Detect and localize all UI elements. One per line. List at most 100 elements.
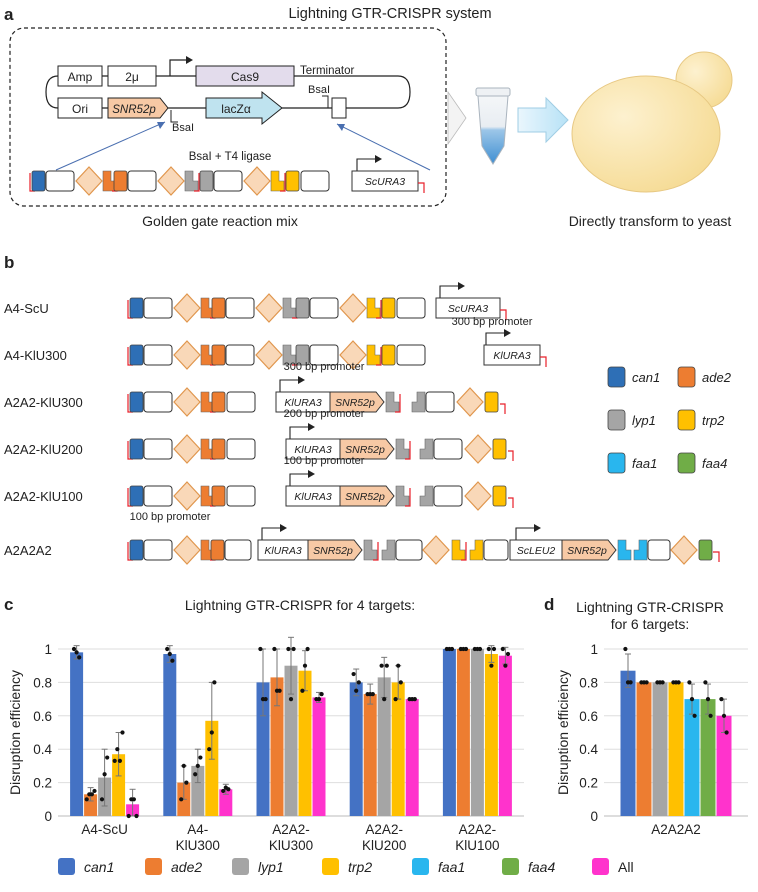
spacer-box bbox=[395, 539, 423, 561]
data-point bbox=[660, 680, 665, 685]
construct-name: A2A2-KlU300 bbox=[4, 395, 83, 410]
y-tick-label: 0.6 bbox=[579, 709, 598, 724]
lacz-cassette bbox=[205, 90, 283, 126]
promoter-arrowhead bbox=[504, 329, 511, 337]
spacer-box bbox=[300, 170, 330, 192]
y-tick-label: 0.2 bbox=[33, 776, 52, 791]
grna-scaffold bbox=[339, 293, 367, 323]
spacer-box bbox=[143, 344, 173, 366]
cas9-label: Cas9 bbox=[231, 70, 259, 84]
bar-trp2-4 bbox=[484, 654, 498, 816]
overhang-hook bbox=[376, 300, 382, 319]
scura3-box bbox=[435, 297, 501, 319]
grna-scaffold bbox=[422, 535, 450, 565]
data-point bbox=[167, 651, 172, 657]
promoter-note: 300 bp promoter bbox=[284, 361, 365, 373]
overhang-hook bbox=[418, 182, 425, 193]
data-point bbox=[505, 651, 511, 657]
data-point bbox=[89, 792, 94, 797]
legend-swatch-lyp1 bbox=[232, 858, 249, 875]
reaction-label: BsaI + T4 ligase bbox=[189, 151, 272, 163]
grna-scaffold bbox=[173, 340, 201, 370]
panel-letter-a: a bbox=[4, 5, 14, 24]
overhang-block bbox=[210, 539, 225, 561]
overhang-tab bbox=[395, 485, 410, 507]
overhang-hook bbox=[280, 173, 286, 192]
legend-label-faa1: faa1 bbox=[632, 456, 657, 471]
legend-swatch-ade2 bbox=[145, 858, 162, 875]
promoter-arrow bbox=[485, 332, 508, 345]
bar-can1-0 bbox=[620, 670, 636, 816]
data-point bbox=[263, 697, 268, 702]
data-point bbox=[396, 663, 401, 668]
overhang-hook bbox=[500, 309, 507, 320]
bar-All-3 bbox=[405, 699, 419, 816]
legend-swatch-all bbox=[592, 858, 609, 875]
grna-scaffold bbox=[173, 481, 201, 511]
overhang-tab bbox=[385, 391, 400, 413]
promoter-note: 300 bp promoter bbox=[452, 316, 533, 328]
overhang-block bbox=[295, 344, 310, 366]
data-point bbox=[115, 747, 120, 752]
promoter-arrow bbox=[289, 473, 312, 486]
snr52p-label: SNR52p bbox=[567, 545, 607, 557]
bar-can1-2 bbox=[256, 682, 270, 816]
reaction-mix-box bbox=[9, 27, 447, 207]
grna-scaffold bbox=[173, 293, 201, 323]
overhang-block bbox=[381, 344, 396, 366]
spacer-box bbox=[224, 539, 252, 561]
bar-trp2-3 bbox=[391, 682, 405, 816]
bar-ade2-2 bbox=[270, 677, 284, 816]
legend-swatch-ade2 bbox=[677, 366, 696, 388]
data-point bbox=[258, 646, 263, 652]
promoter-note: 100 bp promoter bbox=[130, 511, 211, 523]
cas9-gene bbox=[195, 65, 295, 87]
data-point bbox=[384, 663, 389, 668]
legend-label-ade2: ade2 bbox=[702, 370, 732, 385]
overhang-block bbox=[129, 539, 144, 561]
snr52p-label: SNR52p bbox=[313, 545, 353, 557]
promoter-arrowhead bbox=[375, 155, 382, 163]
data-point bbox=[300, 688, 305, 693]
y-axis-label: Disruption efficiency bbox=[7, 670, 23, 795]
data-point bbox=[687, 680, 692, 685]
overhang-block bbox=[295, 297, 310, 319]
klura3-label: KlURA3 bbox=[284, 397, 322, 409]
grna-scaffold bbox=[173, 387, 201, 417]
bar-All-4 bbox=[498, 655, 512, 816]
promoter-arrow bbox=[289, 426, 312, 439]
data-point bbox=[302, 663, 308, 668]
spacer-box bbox=[396, 297, 426, 319]
y-tick-label: 0.8 bbox=[33, 675, 52, 690]
data-point bbox=[198, 755, 203, 760]
spacer-box bbox=[425, 391, 455, 413]
grna-scaffold bbox=[339, 340, 367, 370]
data-point bbox=[102, 772, 107, 777]
construct-name: A4-KlU300 bbox=[4, 348, 67, 363]
bar-ade2-3 bbox=[363, 694, 377, 816]
data-point bbox=[131, 797, 136, 802]
legend-label-trp2: trp2 bbox=[702, 413, 725, 428]
data-point bbox=[719, 697, 724, 702]
bar-ade2-4 bbox=[456, 649, 470, 816]
snr52p-block bbox=[307, 539, 363, 561]
promoter-arrow bbox=[439, 285, 462, 298]
snr52p-block bbox=[339, 438, 395, 460]
ori bbox=[57, 97, 103, 119]
scleu2-label: ScLEU2 bbox=[517, 545, 556, 557]
bar-lyp1-4 bbox=[470, 649, 484, 816]
amp-gene bbox=[57, 65, 103, 87]
x-category-label: A2A2- bbox=[272, 822, 310, 837]
data-point bbox=[92, 788, 97, 794]
data-point bbox=[170, 658, 175, 663]
data-point bbox=[500, 646, 505, 652]
snr52p-promoter bbox=[107, 97, 169, 119]
y-tick-label: 0.4 bbox=[579, 742, 598, 757]
data-point bbox=[184, 780, 189, 785]
transform-caption: Directly transform to yeast bbox=[569, 213, 732, 229]
bar-lyp1-1 bbox=[191, 765, 205, 816]
spacer-box bbox=[396, 344, 426, 366]
